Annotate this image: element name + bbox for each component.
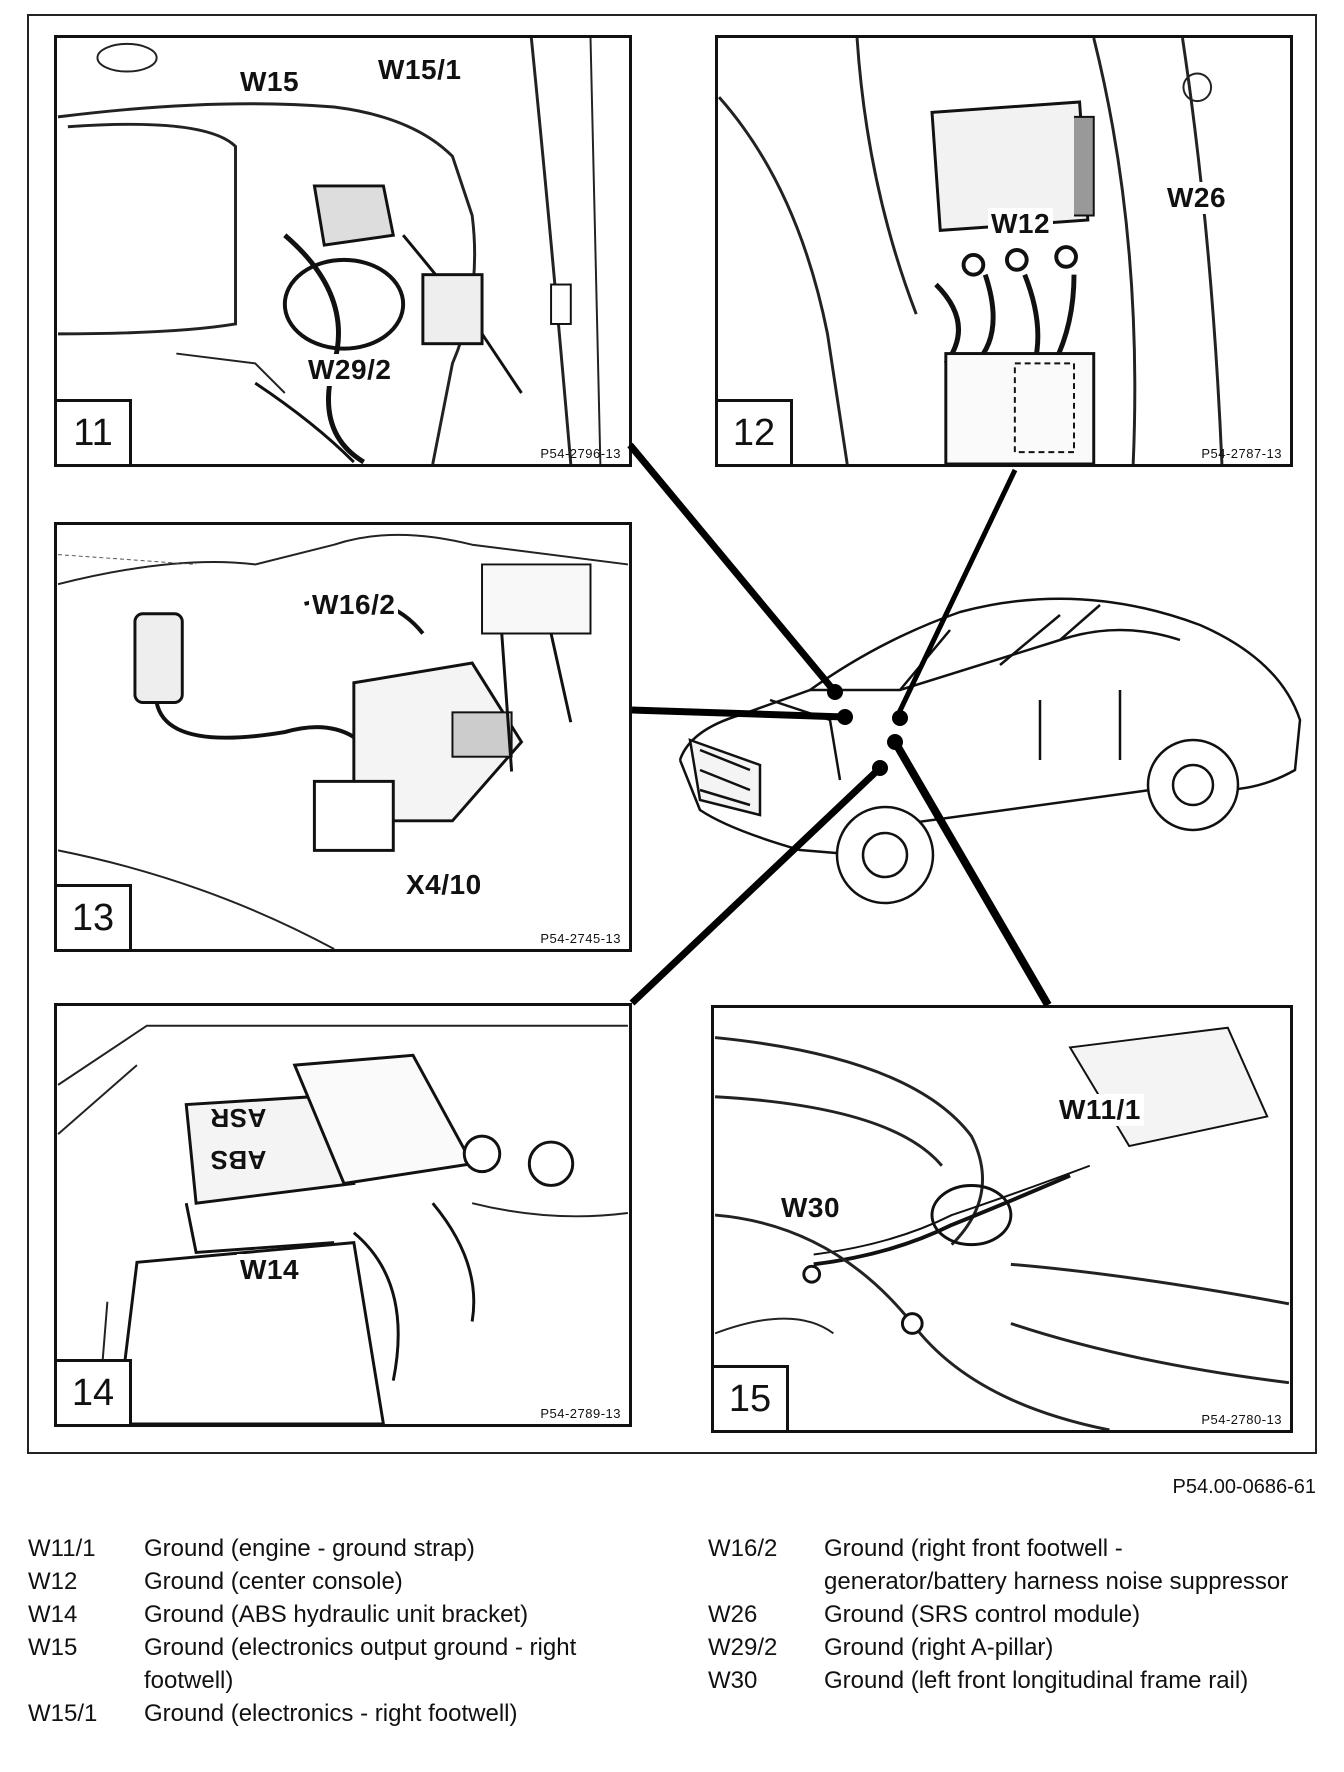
panel-number-14: 14 [57, 1359, 132, 1424]
panel-number-11: 11 [57, 399, 132, 464]
legend-value: Ground (SRS control module) [824, 1601, 1141, 1628]
legend-entry: W29/2 Ground (right A-pillar) [708, 1631, 1294, 1664]
label-w15-1: W15/1 [375, 54, 465, 86]
panel-code-12: P54-2787-13 [1201, 446, 1282, 461]
legend-key: W11/1 [28, 1535, 96, 1562]
panel-11: W15 W15/1 W29/2 11 P54-2796-13 [54, 35, 632, 467]
panel-15: W11/1 W30 15 P54-2780-13 [711, 1005, 1293, 1433]
panel-code-11: P54-2796-13 [540, 446, 621, 461]
figure-frame [27, 14, 1317, 1454]
label-w15: W15 [237, 66, 303, 98]
legend-value: Ground (right front footwell - generator… [824, 1535, 1289, 1595]
legend-key: W16/2 [708, 1535, 778, 1562]
legend-right-column: W16/2 Ground (right front footwell - gen… [708, 1532, 1294, 1697]
panel-code-13: P54-2745-13 [540, 931, 621, 946]
legend-entry: W14 Ground (ABS hydraulic unit bracket) [28, 1598, 614, 1631]
panel-number-13: 13 [57, 884, 132, 949]
legend-value: Ground (left front longitudinal frame ra… [824, 1667, 1249, 1694]
panel-code-15: P54-2780-13 [1201, 1412, 1282, 1427]
panel-11-illustration [57, 38, 602, 464]
label-w11-1: W11/1 [1056, 1094, 1144, 1126]
legend-entry: W15/1 Ground (electronics - right footwe… [28, 1697, 614, 1730]
legend-entry: W16/2 Ground (right front footwell - gen… [708, 1532, 1294, 1598]
panel-12: W26 W12 12 P54-2787-13 [715, 35, 1293, 467]
panel-number-15: 15 [714, 1365, 789, 1430]
legend-entry: W15 Ground (electronics output ground - … [28, 1631, 614, 1697]
legend-value: Ground (electronics - right footwell) [144, 1700, 518, 1727]
legend-entry: W26 Ground (SRS control module) [708, 1598, 1294, 1631]
legend-entry: W30 Ground (left front longitudinal fram… [708, 1664, 1294, 1697]
panel-13: W16/2 X4/10 13 P54-2745-13 [54, 522, 632, 952]
legend-entry: W11/1 Ground (engine - ground strap) [28, 1532, 614, 1565]
label-w12: W12 [988, 208, 1054, 240]
panel-number-12: 12 [718, 399, 793, 464]
label-abs-mirrored: ABS [210, 1145, 267, 1175]
legend-key: W26 [708, 1601, 758, 1628]
panel-code-14: P54-2789-13 [540, 1406, 621, 1421]
legend-entry: W12 Ground (center console) [28, 1565, 614, 1598]
panel-12-illustration [718, 38, 1224, 464]
legend-value: Ground (engine - ground strap) [144, 1535, 475, 1562]
label-asr-mirrored: ASR [210, 1103, 267, 1133]
panel-14: ASR ABS W14 14 P54-2789-13 [54, 1003, 632, 1427]
legend-key: W30 [708, 1667, 758, 1694]
legend-value: Ground (right A-pillar) [824, 1634, 1054, 1661]
figure-code: P54.00-0686-61 [1172, 1476, 1316, 1498]
legend-value: Ground (electronics output ground - righ… [144, 1634, 577, 1694]
legend-key: W14 [28, 1601, 78, 1628]
legend-value: Ground (ABS hydraulic unit bracket) [144, 1601, 529, 1628]
label-w29-2: W29/2 [305, 354, 395, 386]
label-w16-2: W16/2 [309, 589, 399, 621]
legend-left-column: W11/1 Ground (engine - ground strap) W12… [28, 1532, 614, 1730]
label-w30: W30 [778, 1192, 844, 1224]
label-w14: W14 [237, 1254, 303, 1286]
label-x4-10: X4/10 [403, 869, 485, 901]
label-w26: W26 [1164, 182, 1230, 214]
panel-14-illustration [57, 1024, 629, 1424]
legend-key: W15/1 [28, 1700, 98, 1727]
legend-key: W15 [28, 1634, 78, 1661]
legend-value: Ground (center console) [144, 1568, 403, 1595]
legend-key: W12 [28, 1568, 78, 1595]
legend-key: W29/2 [708, 1634, 778, 1661]
panel-13-illustration [57, 533, 629, 949]
